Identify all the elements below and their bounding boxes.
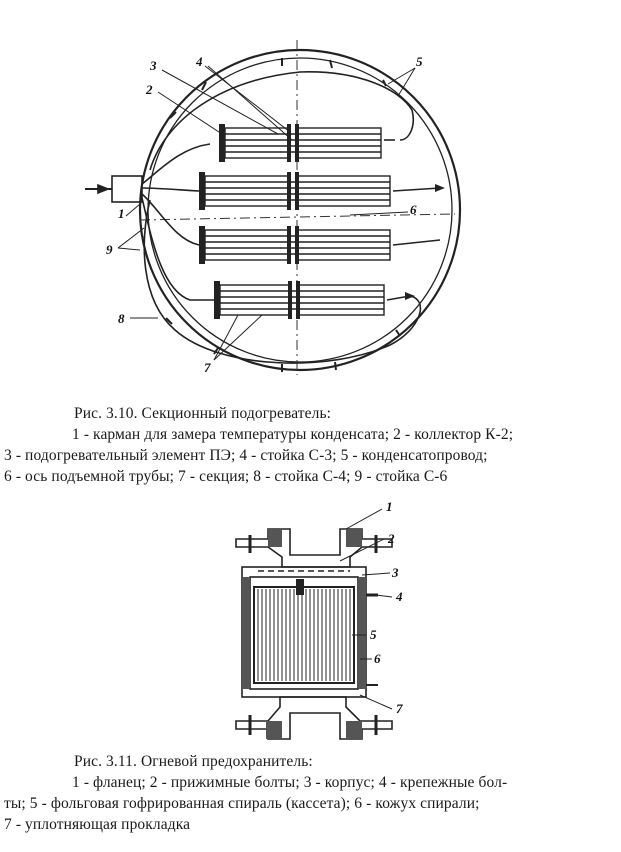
caption-line-3: 7 - уплотняющая прокладка [4, 816, 191, 833]
label-5: 5 [370, 627, 377, 642]
caption-line-2: 3 - подогревательный элемент ПЭ; 4 - сто… [4, 447, 488, 464]
label-9: 9 [106, 242, 113, 257]
label-7: 7 [204, 360, 211, 375]
label-2: 2 [145, 82, 153, 97]
caption-title: Рис. 3.11. Огневой предохранитель: [74, 753, 313, 770]
sectional-heater-diagram: 3 2 4 5 6 1 9 8 7 [85, 40, 462, 375]
figure-3-11-caption: Рис. 3.11. Огневой предохранитель: 1 - ф… [60, 751, 620, 793]
label-7: 7 [396, 701, 403, 716]
label-2: 2 [387, 531, 395, 546]
label-6: 6 [410, 202, 417, 217]
figure-3-11-legend: ты; 5 - фольговая гофрированная спираль … [4, 793, 618, 835]
caption-line-1: 1 - карман для замера температуры конден… [72, 426, 514, 443]
figure-3-10-caption: Рис. 3.10. Секционный подогреватель: 1 -… [60, 403, 620, 445]
caption-line-2: ты; 5 - фольговая гофрированная спираль … [4, 795, 480, 812]
caption-title: Рис. 3.10. Секционный подогреватель: [74, 405, 332, 422]
caption-line-1: 1 - фланец; 2 - прижимные болты; 3 - кор… [72, 774, 508, 791]
label-4: 4 [395, 589, 403, 604]
label-1: 1 [386, 499, 393, 514]
label-1: 1 [118, 206, 125, 221]
label-5: 5 [416, 54, 423, 69]
flame-arrester-diagram: 1 2 3 4 5 6 7 [235, 499, 403, 740]
label-6: 6 [374, 651, 381, 666]
label-8: 8 [118, 311, 125, 326]
caption-line-3: 6 - ось подъемной трубы; 7 - секция; 8 -… [4, 468, 448, 485]
label-3: 3 [391, 565, 399, 580]
label-4: 4 [195, 54, 203, 69]
label-3: 3 [149, 58, 157, 73]
figure-3-10-legend: 3 - подогревательный элемент ПЭ; 4 - сто… [4, 445, 618, 487]
